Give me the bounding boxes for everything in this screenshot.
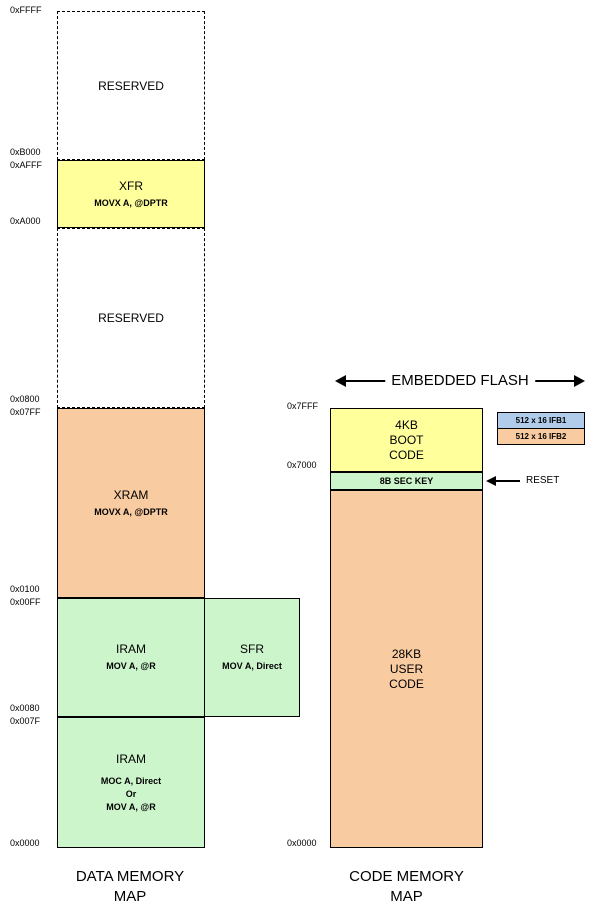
flash-legend: 512 x 16 IFB1 512 x 16 IFB2 <box>497 412 585 445</box>
reset-arrow-line <box>495 480 520 482</box>
caption-line: MAP <box>113 888 147 905</box>
block-reserved-lower: RESERVED <box>57 228 205 408</box>
addr-0x00ff: 0x00FF <box>10 597 41 607</box>
block-sfr: SFR MOV A, Direct <box>204 598 300 717</box>
addr-0x0000-code: 0x0000 <box>287 838 317 848</box>
block-title-line: BOOT <box>389 432 424 447</box>
code-map-caption: CODE MEMORY MAP <box>330 867 483 907</box>
caption-line: CODE MEMORY <box>349 868 464 885</box>
arrow-left-icon <box>335 375 346 387</box>
block-title: XRAM <box>113 487 149 502</box>
legend-ifb2: 512 x 16 IFB2 <box>497 428 585 445</box>
embedded-flash-header: EMBEDDED FLASH <box>335 372 585 390</box>
addr-0x0100: 0x0100 <box>10 584 40 594</box>
block-title-line: 4KB <box>395 417 418 432</box>
block-reserved-upper: RESERVED <box>57 11 205 160</box>
block-title: XFR <box>119 178 143 193</box>
addr-0xb000: 0xB000 <box>10 147 41 157</box>
addr-0x7fff: 0x7FFF <box>287 401 319 411</box>
block-iram-upper: IRAM MOV A, @R <box>57 598 205 717</box>
block-subtitle: MOVX A, @DPTR <box>94 506 168 517</box>
block-title-line: 28KB <box>391 646 422 661</box>
data-map-caption: DATA MEMORY MAP <box>55 867 205 907</box>
addr-0xafff: 0xAFFF <box>10 160 43 170</box>
block-title-line: CODE <box>389 676 424 691</box>
block-title: RESERVED <box>98 311 164 325</box>
caption-line: DATA MEMORY <box>75 868 185 885</box>
block-title: SFR <box>240 642 264 656</box>
block-iram-lower: IRAM MOC A, Direct Or MOV A, @R <box>57 717 205 848</box>
block-user-code: 28KB USER CODE <box>330 490 483 848</box>
block-title-line: USER <box>389 661 424 676</box>
addr-0xffff: 0xFFFF <box>10 5 42 15</box>
legend-ifb1: 512 x 16 IFB1 <box>497 412 585 429</box>
block-boot-code: 4KB BOOT CODE <box>330 408 483 472</box>
block-subtitle: MOV A, @R <box>106 801 156 812</box>
addr-0x7000: 0x7000 <box>287 460 317 470</box>
block-xram: XRAM MOVX A, @DPTR <box>57 408 205 598</box>
block-subtitle: MOC A, Direct <box>100 775 162 786</box>
embedded-flash-label: EMBEDDED FLASH <box>385 372 535 390</box>
block-title: IRAM <box>116 642 146 656</box>
block-title: 8B SEC KEY <box>379 475 434 486</box>
block-subtitle: MOV A, @R <box>106 661 156 671</box>
reset-pointer: RESET <box>486 474 566 488</box>
block-title-line: CODE <box>389 447 424 462</box>
block-subtitle: MOVX A, @DPTR <box>94 197 168 208</box>
arrow-right-icon <box>574 375 585 387</box>
addr-0x007f: 0x007F <box>10 716 41 726</box>
reset-label: RESET <box>526 475 560 486</box>
block-subtitle: MOV A, Direct <box>222 661 282 671</box>
addr-0x0080: 0x0080 <box>10 703 40 713</box>
addr-0xa000: 0xA000 <box>10 216 41 226</box>
caption-line: MAP <box>390 888 423 905</box>
block-title: RESERVED <box>98 78 164 93</box>
addr-0x07ff: 0x07FF <box>10 407 41 417</box>
block-subtitle: Or <box>125 788 137 799</box>
block-title: IRAM <box>116 751 146 766</box>
arrow-left-icon <box>486 476 496 486</box>
block-sec-key: 8B SEC KEY <box>330 472 483 490</box>
block-xfr: XFR MOVX A, @DPTR <box>57 160 205 228</box>
addr-0x0000-data: 0x0000 <box>10 838 40 848</box>
addr-0x0800: 0x0800 <box>10 394 40 404</box>
